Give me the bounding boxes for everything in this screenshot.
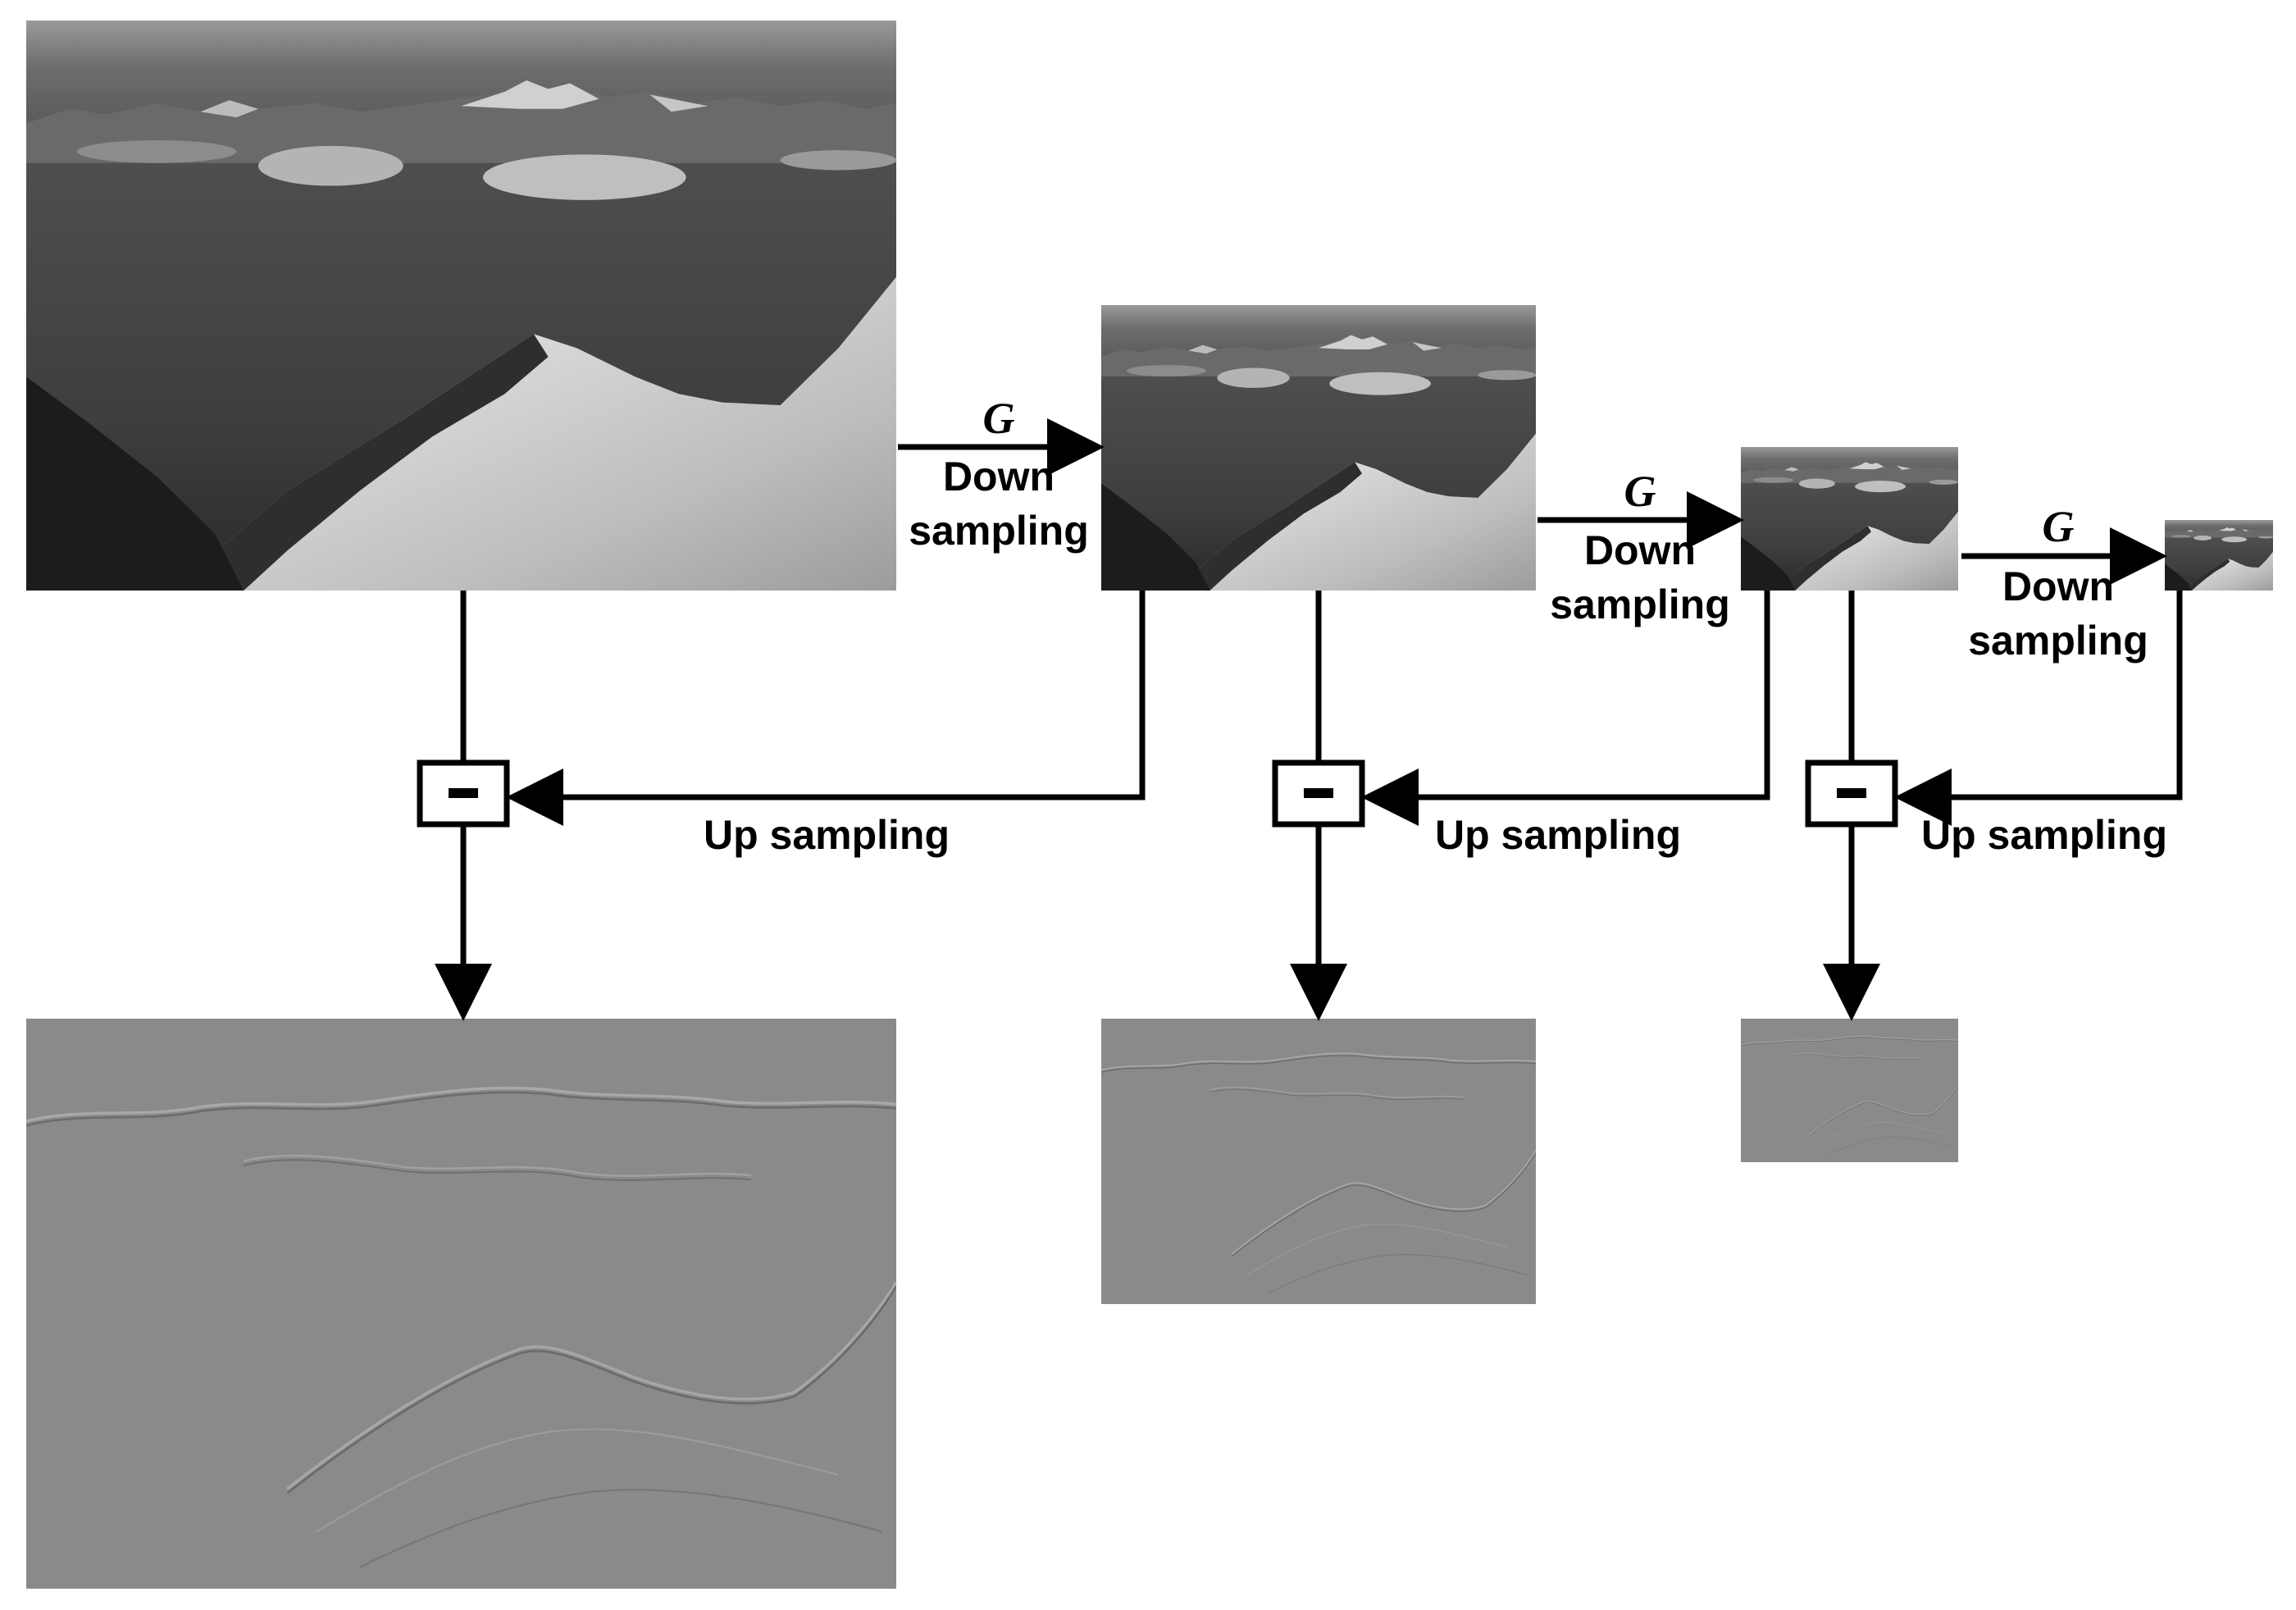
laplacian-image-level-0	[26, 1019, 896, 1589]
g-label-3: G	[2043, 502, 2075, 551]
up-sampling-label-1: Up sampling	[704, 812, 950, 858]
gaussian-image-level-1	[1101, 305, 1536, 591]
up-sampling-label-2: Up sampling	[1435, 812, 1681, 858]
gaussian-image-level-0	[26, 21, 896, 591]
down-label-1: Down	[943, 454, 1055, 499]
gaussian-image-level-2	[1741, 447, 1958, 591]
g-label-2: G	[1624, 467, 1656, 516]
down-label-2: Down	[1584, 527, 1696, 573]
gaussian-image-level-3	[2165, 520, 2273, 591]
sampling-label-3: sampling	[1968, 618, 2148, 664]
g-label-1: G	[983, 394, 1015, 443]
minus-sign-0	[449, 788, 478, 798]
upsample-arrow-3	[1894, 591, 2183, 826]
down-label-3: Down	[2002, 563, 2114, 609]
sampling-label-2: sampling	[1550, 582, 1729, 627]
subtract-box-2	[1805, 759, 1898, 828]
laplacian-image-level-2	[1741, 1019, 1958, 1162]
upsample-arrow-2	[1361, 591, 1770, 826]
sampling-label-1: sampling	[909, 508, 1088, 554]
minus-sign-2	[1837, 788, 1866, 798]
minus-sign-1	[1304, 788, 1333, 798]
subtract-box-0	[417, 759, 510, 828]
upsample-arrow-1	[506, 591, 1146, 826]
up-sampling-label-3: Up sampling	[1921, 812, 2167, 858]
subtract-box-1	[1272, 759, 1365, 828]
laplacian-image-level-1	[1101, 1019, 1536, 1304]
